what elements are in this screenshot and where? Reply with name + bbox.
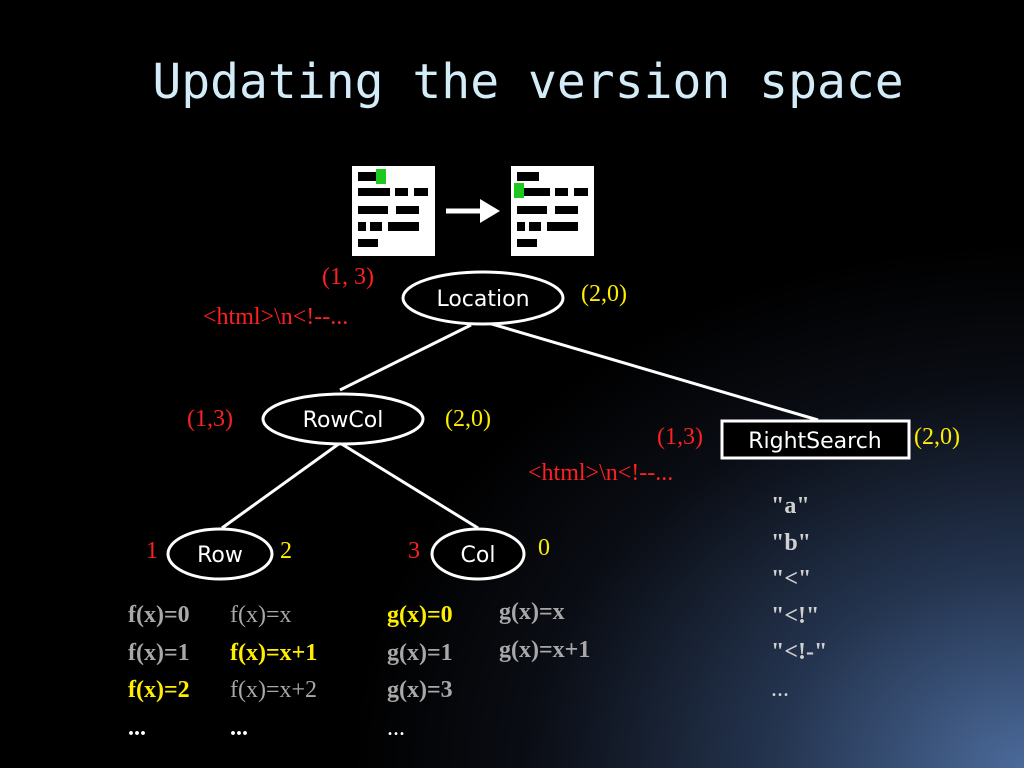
function-item: f(x)=x+2	[230, 677, 318, 703]
search-string-item: ...	[771, 675, 789, 702]
slide-title: Updating the version space	[152, 54, 904, 110]
search-string-item: "b"	[771, 529, 811, 556]
search-string-item: "<"	[771, 566, 812, 592]
row-node-label: Row	[197, 543, 243, 568]
col-node-label: Col	[461, 543, 496, 568]
function-item: g(x)=0	[387, 602, 453, 628]
document-after-icon	[511, 166, 594, 256]
location-right-pair: (2,0)	[581, 281, 627, 307]
location-left-pair: (1, 3)	[322, 264, 374, 290]
search-string-item: "<!"	[771, 602, 820, 629]
location-node-label: Location	[436, 287, 529, 312]
function-item: ...	[230, 714, 248, 741]
rowcol-left-pair: (1,3)	[187, 406, 233, 432]
function-item: g(x)=3	[387, 677, 453, 703]
location-example-text: <html>\n<!--...	[203, 304, 349, 330]
row-left-value: 1	[146, 538, 158, 564]
location-node	[401, 270, 565, 326]
function-item: f(x)=x+1	[230, 639, 318, 666]
row-right-value: 2	[280, 538, 292, 564]
search-string-item: "a"	[771, 493, 810, 519]
function-item: f(x)=2	[128, 677, 190, 703]
rightsearch-example-text: <html>\n<!--...	[528, 460, 674, 486]
rightsearch-left-pair: (1,3)	[657, 424, 703, 450]
row-functions-col1: f(x)=0 f(x)=1 f(x)=2 ...	[128, 597, 190, 747]
search-strings-list: "a" "b" "<" "<!" "<!-" ...	[771, 488, 827, 707]
col-right-value: 0	[538, 535, 550, 561]
col-left-value: 3	[408, 538, 420, 564]
function-item: ...	[128, 714, 146, 741]
rightsearch-node	[720, 419, 911, 460]
col-node	[430, 527, 526, 581]
function-item: g(x)=x+1	[499, 636, 591, 663]
edge-location-rightsearch	[484, 320, 819, 422]
function-item: g(x)=1	[387, 639, 453, 666]
search-string-item: "<!-"	[771, 639, 828, 665]
rowcol-right-pair: (2,0)	[445, 406, 491, 432]
function-item: f(x)=0	[128, 602, 190, 628]
edge-rowcol-row	[221, 441, 341, 530]
row-node	[166, 527, 274, 581]
col-functions-col2: g(x)=x g(x)=x+1	[499, 594, 590, 669]
row-functions-col2: f(x)=x f(x)=x+1 f(x)=x+2 ...	[230, 597, 317, 747]
rightsearch-node-label: RightSearch	[748, 429, 882, 454]
function-item: f(x)=x	[230, 602, 292, 628]
edge-location-rowcol	[339, 323, 472, 392]
col-functions-col1: g(x)=0 g(x)=1 g(x)=3 ...	[387, 597, 453, 747]
rowcol-node-label: RowCol	[303, 408, 384, 433]
function-item: g(x)=x	[499, 599, 565, 625]
function-item: f(x)=1	[128, 639, 190, 666]
arrow-right-icon	[446, 199, 500, 223]
document-before-icon	[352, 166, 435, 256]
rowcol-node	[261, 392, 425, 446]
edge-rowcol-col	[339, 441, 479, 530]
function-item: ...	[387, 714, 405, 741]
rightsearch-right-pair: (2,0)	[914, 424, 960, 450]
